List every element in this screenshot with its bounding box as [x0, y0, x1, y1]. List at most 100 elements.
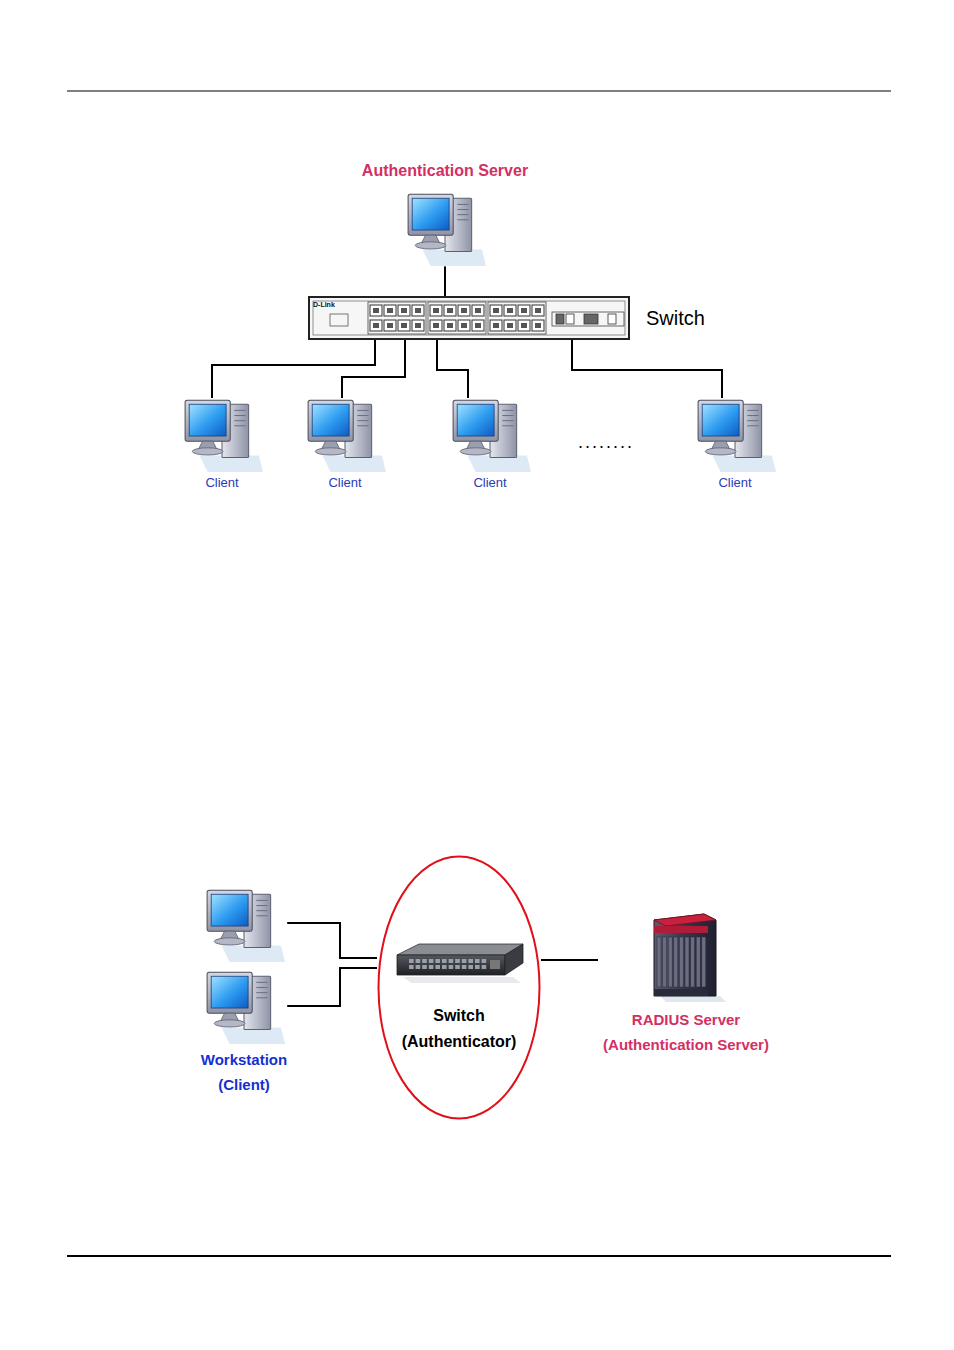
switch-drawing	[308, 296, 630, 340]
switch-port	[449, 959, 454, 963]
monitor-bezel	[185, 400, 230, 441]
rj45-port	[532, 320, 544, 331]
header-rule	[67, 91, 891, 92]
drive-slot	[256, 915, 267, 916]
switch-side	[505, 944, 523, 975]
port-jack	[507, 323, 513, 328]
rj45-port	[504, 320, 516, 331]
computer-icon	[449, 398, 531, 472]
drive-slot	[502, 425, 513, 426]
port-jack	[373, 323, 379, 328]
device-label: RADIUS Server (Authentication Server)	[598, 1008, 774, 1058]
switch-port	[416, 959, 421, 963]
rack-shadow	[660, 996, 726, 1002]
uplink-slot	[490, 960, 500, 969]
rj45-port	[504, 305, 516, 316]
sfp-area	[552, 312, 624, 326]
switch-shadow	[403, 977, 521, 983]
drive-slot	[502, 415, 513, 416]
drive-slot	[502, 410, 513, 411]
port-jack	[401, 323, 407, 328]
switch-top	[397, 944, 523, 955]
port-jack	[447, 308, 453, 313]
network-cable	[287, 923, 377, 958]
device-label: Client	[328, 472, 361, 493]
port-jack	[475, 323, 481, 328]
authenticator-ellipse: Switch (Authenticator)	[377, 855, 541, 1120]
network-cable	[212, 340, 375, 398]
rj45-port	[398, 320, 410, 331]
drive-slot	[457, 209, 468, 210]
switch-port	[416, 965, 421, 969]
device-label: Workstation (Client)	[201, 1048, 287, 1098]
monitor-base	[214, 938, 245, 945]
switch-front	[397, 955, 505, 975]
drive-slot	[256, 905, 267, 906]
rj45-port	[472, 305, 484, 316]
switch-housing	[309, 297, 629, 339]
drive-slot	[357, 410, 368, 411]
rj45-port	[384, 320, 396, 331]
monitor-base	[705, 448, 736, 455]
computer-icon	[181, 398, 263, 472]
monitor-bezel	[207, 972, 252, 1013]
rj45-port	[458, 320, 470, 331]
computer-icon	[203, 888, 285, 962]
network-cable	[342, 340, 405, 398]
device-label: Switch	[646, 296, 705, 340]
ellipse-outline	[379, 857, 540, 1119]
rack-top	[654, 914, 716, 926]
monitor-bezel	[698, 400, 743, 441]
monitor-bezel	[453, 400, 498, 441]
device-label: Client	[473, 472, 506, 493]
switch-port	[462, 965, 467, 969]
device-node: Authentication Server	[362, 158, 528, 266]
port-jack	[461, 308, 467, 313]
rj45-port	[412, 305, 424, 316]
port-jack	[387, 323, 393, 328]
monitor-bezel	[408, 195, 453, 236]
switch-port	[449, 965, 454, 969]
port-jack	[401, 308, 407, 313]
rj45-port	[370, 320, 382, 331]
blade-slot	[685, 937, 689, 987]
monitor-screen	[312, 404, 349, 436]
icon-holder	[404, 192, 486, 266]
port-jack	[521, 323, 527, 328]
monitor-screen	[189, 404, 226, 436]
drive-slot	[357, 415, 368, 416]
device-label: Client	[718, 472, 751, 493]
sfp-slot	[556, 314, 564, 324]
drive-slot	[234, 420, 245, 421]
port-jack	[461, 323, 467, 328]
server-rack-icon	[646, 910, 726, 1002]
switch-panel	[313, 301, 625, 335]
monitor-base	[214, 1020, 245, 1027]
monitor-bezel	[207, 890, 252, 931]
network-cable	[437, 340, 468, 398]
icon-holder	[203, 888, 285, 962]
monitor-base	[415, 242, 446, 249]
rj45-port	[398, 305, 410, 316]
drive-slot	[256, 997, 267, 998]
sfp-slot	[608, 314, 616, 324]
monitor-base	[192, 448, 223, 455]
drive-slot	[457, 220, 468, 221]
switch-port	[442, 959, 447, 963]
footer-rule	[67, 1255, 891, 1257]
device-node: Client	[694, 398, 776, 493]
icon-holder	[181, 398, 263, 472]
brand-logo: D-Link	[313, 301, 335, 308]
switch-port	[468, 959, 473, 963]
port-jack	[535, 323, 541, 328]
rack-body	[654, 914, 716, 996]
monitor-bezel	[308, 400, 353, 441]
device-node: Client	[304, 398, 386, 493]
computer-icon	[304, 398, 386, 472]
port-jack	[415, 323, 421, 328]
device-node: Client	[181, 398, 263, 493]
switch-port	[435, 959, 440, 963]
